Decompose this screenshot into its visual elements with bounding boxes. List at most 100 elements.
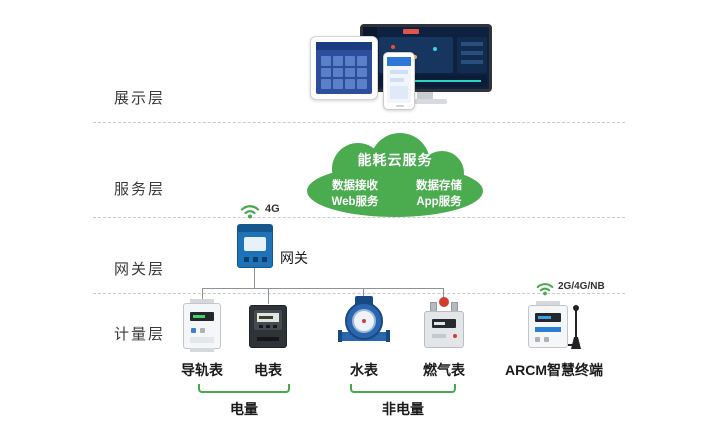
water-meter-pipe-flange <box>386 330 390 342</box>
app-tile <box>357 67 367 78</box>
app-tile <box>345 67 355 78</box>
electric-meter-device <box>249 305 287 348</box>
group-bracket-non-electric <box>350 384 456 393</box>
gateway-port <box>244 257 249 262</box>
gateway-top-strip <box>238 225 272 232</box>
gas-meter-label-strip <box>432 334 446 338</box>
layer-label-gateway: 网关层 <box>114 261 166 278</box>
phone-screen-header <box>387 57 411 66</box>
gateway-port <box>262 257 267 262</box>
water-meter-needle-hub <box>362 319 366 323</box>
monitor-alert-banner <box>403 29 419 34</box>
app-tile <box>321 67 331 78</box>
gateway-network-label: 4G <box>265 203 280 215</box>
arcm-display <box>535 313 561 322</box>
phone-content-block <box>390 86 408 99</box>
water-meter-device <box>345 302 383 340</box>
group-bracket-electric <box>198 384 290 393</box>
map-marker-yellow <box>413 55 417 59</box>
antenna-tip <box>573 305 579 311</box>
tablet-app-grid <box>321 56 367 89</box>
electric-meter-key <box>273 325 277 328</box>
antenna-icon <box>575 308 577 338</box>
app-tile <box>333 67 343 78</box>
monitor-stats-panel <box>457 37 487 73</box>
cloud-service-title: 能耗云服务 <box>357 152 433 168</box>
monitor <box>360 24 492 92</box>
layer-label-metering: 计量层 <box>114 326 166 343</box>
cloud-item-web-service: Web服务 <box>331 196 379 208</box>
app-tile <box>333 56 343 66</box>
rail-meter-bottom-ear <box>190 348 214 352</box>
phone-home-bar <box>396 105 404 107</box>
device-label-electric-meter: 电表 <box>254 362 282 378</box>
app-tile <box>321 79 331 89</box>
arcm-readout <box>538 316 551 319</box>
rail-meter-readout <box>193 315 205 318</box>
rail-meter-button <box>200 328 205 333</box>
electric-meter-display <box>257 313 279 322</box>
gas-meter-valve <box>439 297 449 307</box>
gateway-device <box>237 224 273 268</box>
connector-gateway-to-bus <box>254 268 255 288</box>
gas-meter-device <box>424 311 464 348</box>
layer-label-service: 服务层 <box>114 181 166 198</box>
electric-meter-key <box>266 325 270 328</box>
connector-drop-gas-meter <box>443 288 444 300</box>
stats-row <box>461 51 483 55</box>
gateway-port <box>253 257 258 262</box>
monitor-stand-base <box>403 99 447 104</box>
chart-line <box>383 80 481 82</box>
electric-meter-digits <box>259 316 273 319</box>
connector-drop-water-meter <box>363 288 364 297</box>
app-tile <box>321 56 331 66</box>
arcm-button <box>544 337 549 342</box>
connector-drop-rail-meter <box>202 288 203 304</box>
phone-content-row <box>390 70 408 74</box>
tablet-screen-header <box>316 42 372 50</box>
device-label-gas-meter: 燃气表 <box>423 362 465 378</box>
cloud-item-data-receive: 数据接收 <box>332 180 378 192</box>
app-tile <box>357 56 367 66</box>
water-meter-cap <box>355 296 373 305</box>
arcm-device <box>528 305 568 348</box>
arcm-top-ear <box>536 301 560 306</box>
arcm-network-label: 2G/4G/NB <box>558 281 605 292</box>
wifi-icon <box>536 283 554 296</box>
cloud-shape <box>307 133 483 217</box>
arcm-accent-strip <box>535 327 561 332</box>
tablet-screen <box>316 42 372 94</box>
cloud-item-data-store: 数据存储 <box>416 180 462 192</box>
layer-divider-3 <box>93 293 625 294</box>
app-tile <box>345 56 355 66</box>
monitor-stand-neck <box>417 92 433 99</box>
layer-divider-2 <box>93 217 625 218</box>
rail-meter-display <box>190 312 214 321</box>
water-meter-dial <box>352 309 376 333</box>
gateway-label-panel <box>244 237 266 251</box>
device-label-arcm-terminal: ARCM智慧终端 <box>505 362 603 378</box>
gas-meter-display <box>432 319 456 328</box>
device-label-rail-meter: 导轨表 <box>181 362 223 378</box>
rail-meter-button <box>191 328 196 333</box>
wifi-icon <box>240 205 260 219</box>
app-tile <box>345 79 355 89</box>
tablet <box>310 36 378 100</box>
gas-meter-indicator <box>453 334 457 338</box>
map-marker-cyan <box>433 47 437 51</box>
stats-row <box>461 42 483 46</box>
phone-screen <box>387 57 411 103</box>
layer-divider-1 <box>93 122 625 123</box>
group-label-non-electric: 非电量 <box>382 401 424 417</box>
gateway-label: 网关 <box>280 250 308 266</box>
water-meter-pipe-flange <box>338 330 342 342</box>
group-label-electric: 电量 <box>230 401 258 417</box>
smartphone <box>383 52 415 110</box>
stats-row <box>461 60 483 64</box>
connector-drop-electric-meter <box>268 288 269 304</box>
rail-meter-top-ear <box>190 299 214 304</box>
electric-meter-terminal-strip <box>257 337 279 341</box>
device-label-water-meter: 水表 <box>350 362 378 378</box>
phone-content-row <box>390 78 404 82</box>
